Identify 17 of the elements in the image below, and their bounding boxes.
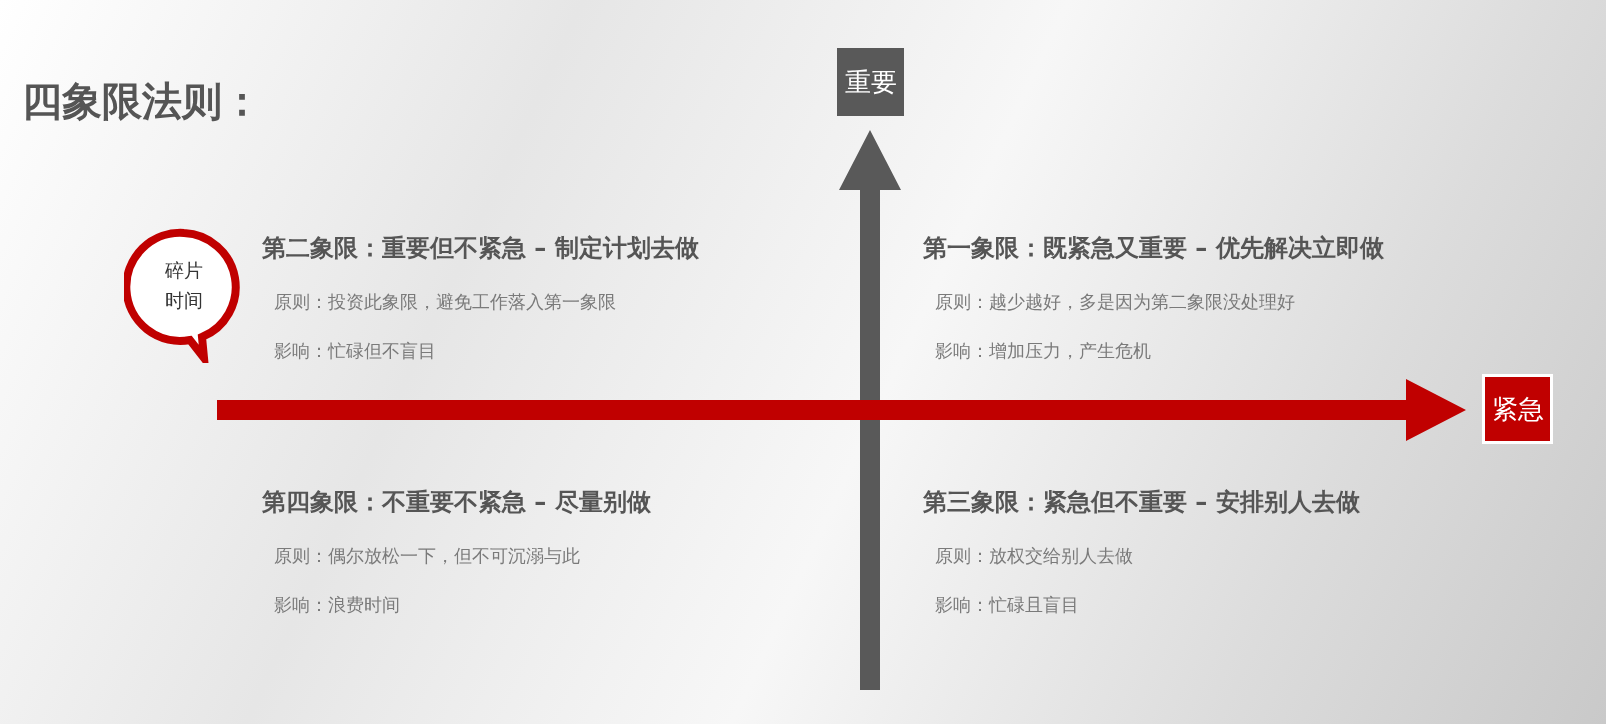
impact-text: 影响：浪费时间 — [274, 593, 400, 617]
quadrant-heading: 第二象限：重要但不紧急 – 制定计划去做 — [262, 233, 699, 264]
quadrant-heading: 第三象限：紧急但不重要 – 安排别人去做 — [923, 487, 1360, 518]
axis-label-box: 紧急 — [1482, 374, 1553, 444]
impact-text: 影响：忙碌但不盲目 — [274, 339, 436, 363]
arrow — [839, 130, 901, 690]
impact-text: 影响：增加压力，产生危机 — [935, 339, 1151, 363]
principle-text: 原则：投资此象限，避免工作落入第一象限 — [274, 290, 616, 314]
title: 四象限法则： — [22, 77, 262, 126]
principle-text: 原则：放权交给别人去做 — [935, 544, 1133, 568]
quadrant-heading: 第一象限：既紧急又重要 – 优先解决立即做 — [923, 233, 1384, 264]
impact-text: 影响：忙碌且盲目 — [935, 593, 1079, 617]
principle-text: 原则：偶尔放松一下，但不可沉溺与此 — [274, 544, 580, 568]
axis-label-box: 重要 — [837, 48, 904, 116]
quadrant-heading: 第四象限：不重要不紧急 – 尽量别做 — [262, 487, 651, 518]
arrow — [217, 379, 1466, 441]
principle-text: 原则：越少越好，多是因为第二象限没处理好 — [935, 290, 1295, 314]
